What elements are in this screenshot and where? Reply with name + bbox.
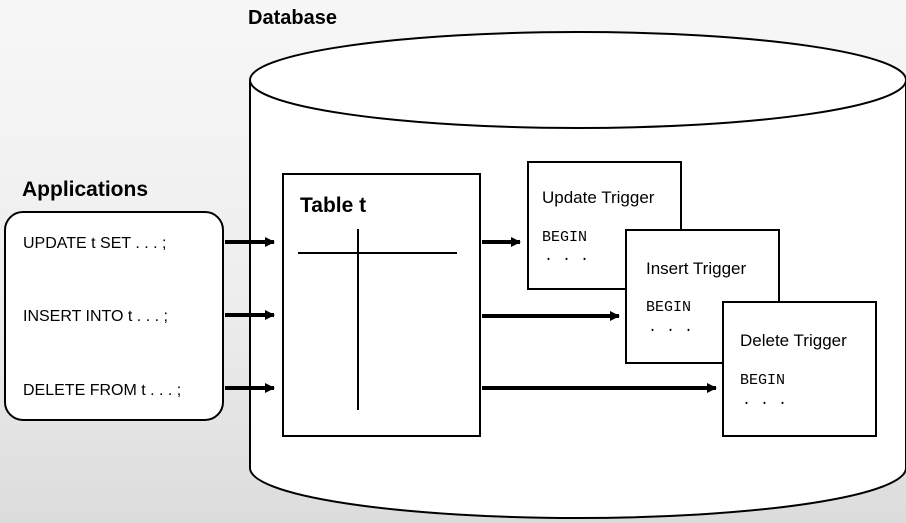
delete-trigger-frame bbox=[722, 301, 877, 437]
delete-trigger-code: BEGIN bbox=[740, 372, 785, 389]
insert-trigger-ellipsis: . . . bbox=[648, 319, 693, 336]
statement-delete: DELETE FROM t . . . ; bbox=[23, 382, 181, 399]
applications-title: Applications bbox=[22, 178, 148, 201]
delete-trigger-ellipsis: . . . bbox=[742, 392, 787, 409]
applications-box bbox=[4, 211, 224, 421]
update-trigger-title: Update Trigger bbox=[542, 188, 655, 207]
database-cylinder-top bbox=[249, 31, 906, 129]
table-box bbox=[282, 173, 481, 437]
delete-trigger-box: Delete Trigger BEGIN . . . bbox=[722, 301, 877, 437]
delete-trigger-title: Delete Trigger bbox=[740, 331, 847, 350]
update-trigger-ellipsis: . . . bbox=[544, 248, 589, 265]
insert-trigger-code: BEGIN bbox=[646, 299, 691, 316]
update-trigger-code: BEGIN bbox=[542, 229, 587, 246]
database-title: Database bbox=[248, 7, 337, 29]
insert-trigger-title: Insert Trigger bbox=[646, 259, 746, 278]
statement-update: UPDATE t SET . . . ; bbox=[23, 235, 166, 252]
table-title: Table t bbox=[300, 194, 366, 217]
statement-insert: INSERT INTO t . . . ; bbox=[23, 308, 168, 325]
